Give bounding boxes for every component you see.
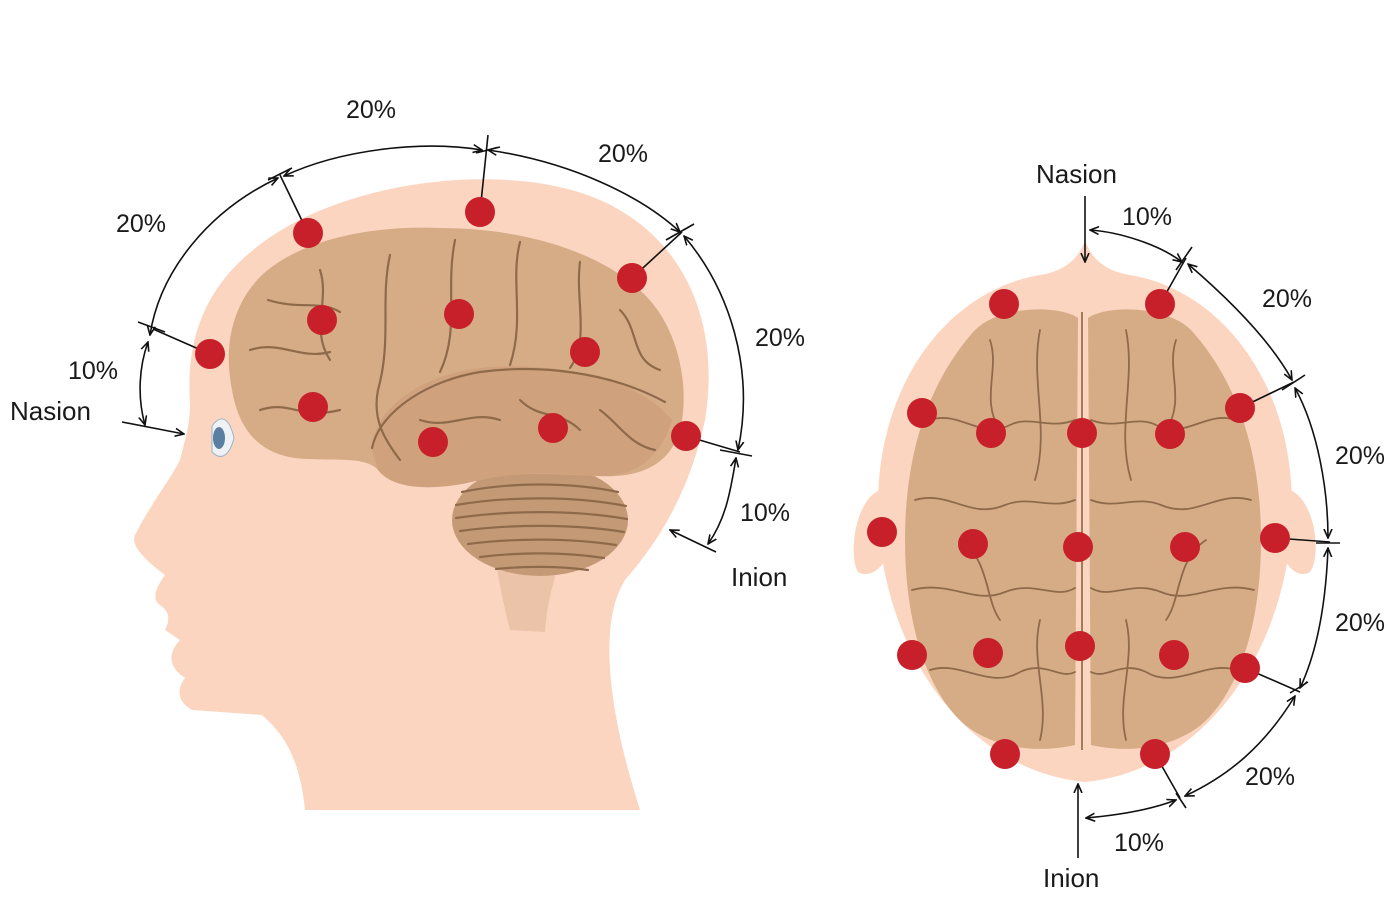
side-view: 20% 20% 20% 20% 10% 10% Nasion Inion xyxy=(10,96,805,810)
electrode xyxy=(1155,419,1185,449)
electrode xyxy=(307,305,337,335)
electrode xyxy=(1225,393,1255,423)
electrode xyxy=(444,299,474,329)
electrode xyxy=(570,337,600,367)
electrode xyxy=(867,517,897,547)
electrode xyxy=(1230,653,1260,683)
side-nasion-label: Nasion xyxy=(10,396,91,426)
side-electrodes xyxy=(195,197,701,457)
side-inion-label: Inion xyxy=(731,562,787,592)
electrode xyxy=(990,739,1020,769)
electrode xyxy=(989,289,1019,319)
electrode xyxy=(1145,289,1175,319)
temporal-lobe xyxy=(372,366,672,488)
electrode xyxy=(1260,523,1290,553)
top-electrodes xyxy=(867,289,1290,769)
top-back-right-percent: 20% xyxy=(1245,763,1295,791)
electrode xyxy=(973,638,1003,668)
electrode xyxy=(538,413,568,443)
top-brain-right xyxy=(1088,309,1261,749)
side-inion-percent: 10% xyxy=(740,499,790,527)
electrode xyxy=(897,640,927,670)
electrode xyxy=(958,529,988,559)
top-inion-percent: 10% xyxy=(1114,829,1164,857)
electrode xyxy=(671,421,701,451)
electrode xyxy=(1063,532,1093,562)
side-occipital-percent: 20% xyxy=(755,324,805,352)
electrode xyxy=(465,197,495,227)
cerebellum-folds xyxy=(454,483,629,572)
electrode xyxy=(1159,640,1189,670)
electrode xyxy=(976,418,1006,448)
top-nasion-percent: 10% xyxy=(1122,203,1172,231)
top-lower-right-percent: 20% xyxy=(1335,609,1385,637)
electrode xyxy=(298,392,328,422)
electrode xyxy=(907,398,937,428)
top-front-right-percent: 20% xyxy=(1262,285,1312,313)
electrode xyxy=(1140,739,1170,769)
cerebellum xyxy=(452,464,628,576)
side-top-front-percent: 20% xyxy=(346,96,396,124)
electrode xyxy=(195,339,225,369)
electrode xyxy=(617,263,647,293)
top-view: Nasion 10% 20% 20% 20% 20% 10% Inion xyxy=(853,159,1385,893)
side-nasion-percent: 10% xyxy=(68,357,118,385)
top-nasion-label: Nasion xyxy=(1036,159,1117,189)
electrode xyxy=(418,427,448,457)
top-upper-right-percent: 20% xyxy=(1335,442,1385,470)
electrode xyxy=(1170,532,1200,562)
side-frontal-percent: 20% xyxy=(116,210,166,238)
top-inion-label: Inion xyxy=(1043,863,1099,893)
electrode xyxy=(1065,631,1095,661)
top-brain-left xyxy=(905,309,1078,749)
electrode xyxy=(1067,418,1097,448)
electrode xyxy=(293,218,323,248)
side-top-back-percent: 20% xyxy=(598,140,648,168)
eye-iris xyxy=(213,427,225,449)
